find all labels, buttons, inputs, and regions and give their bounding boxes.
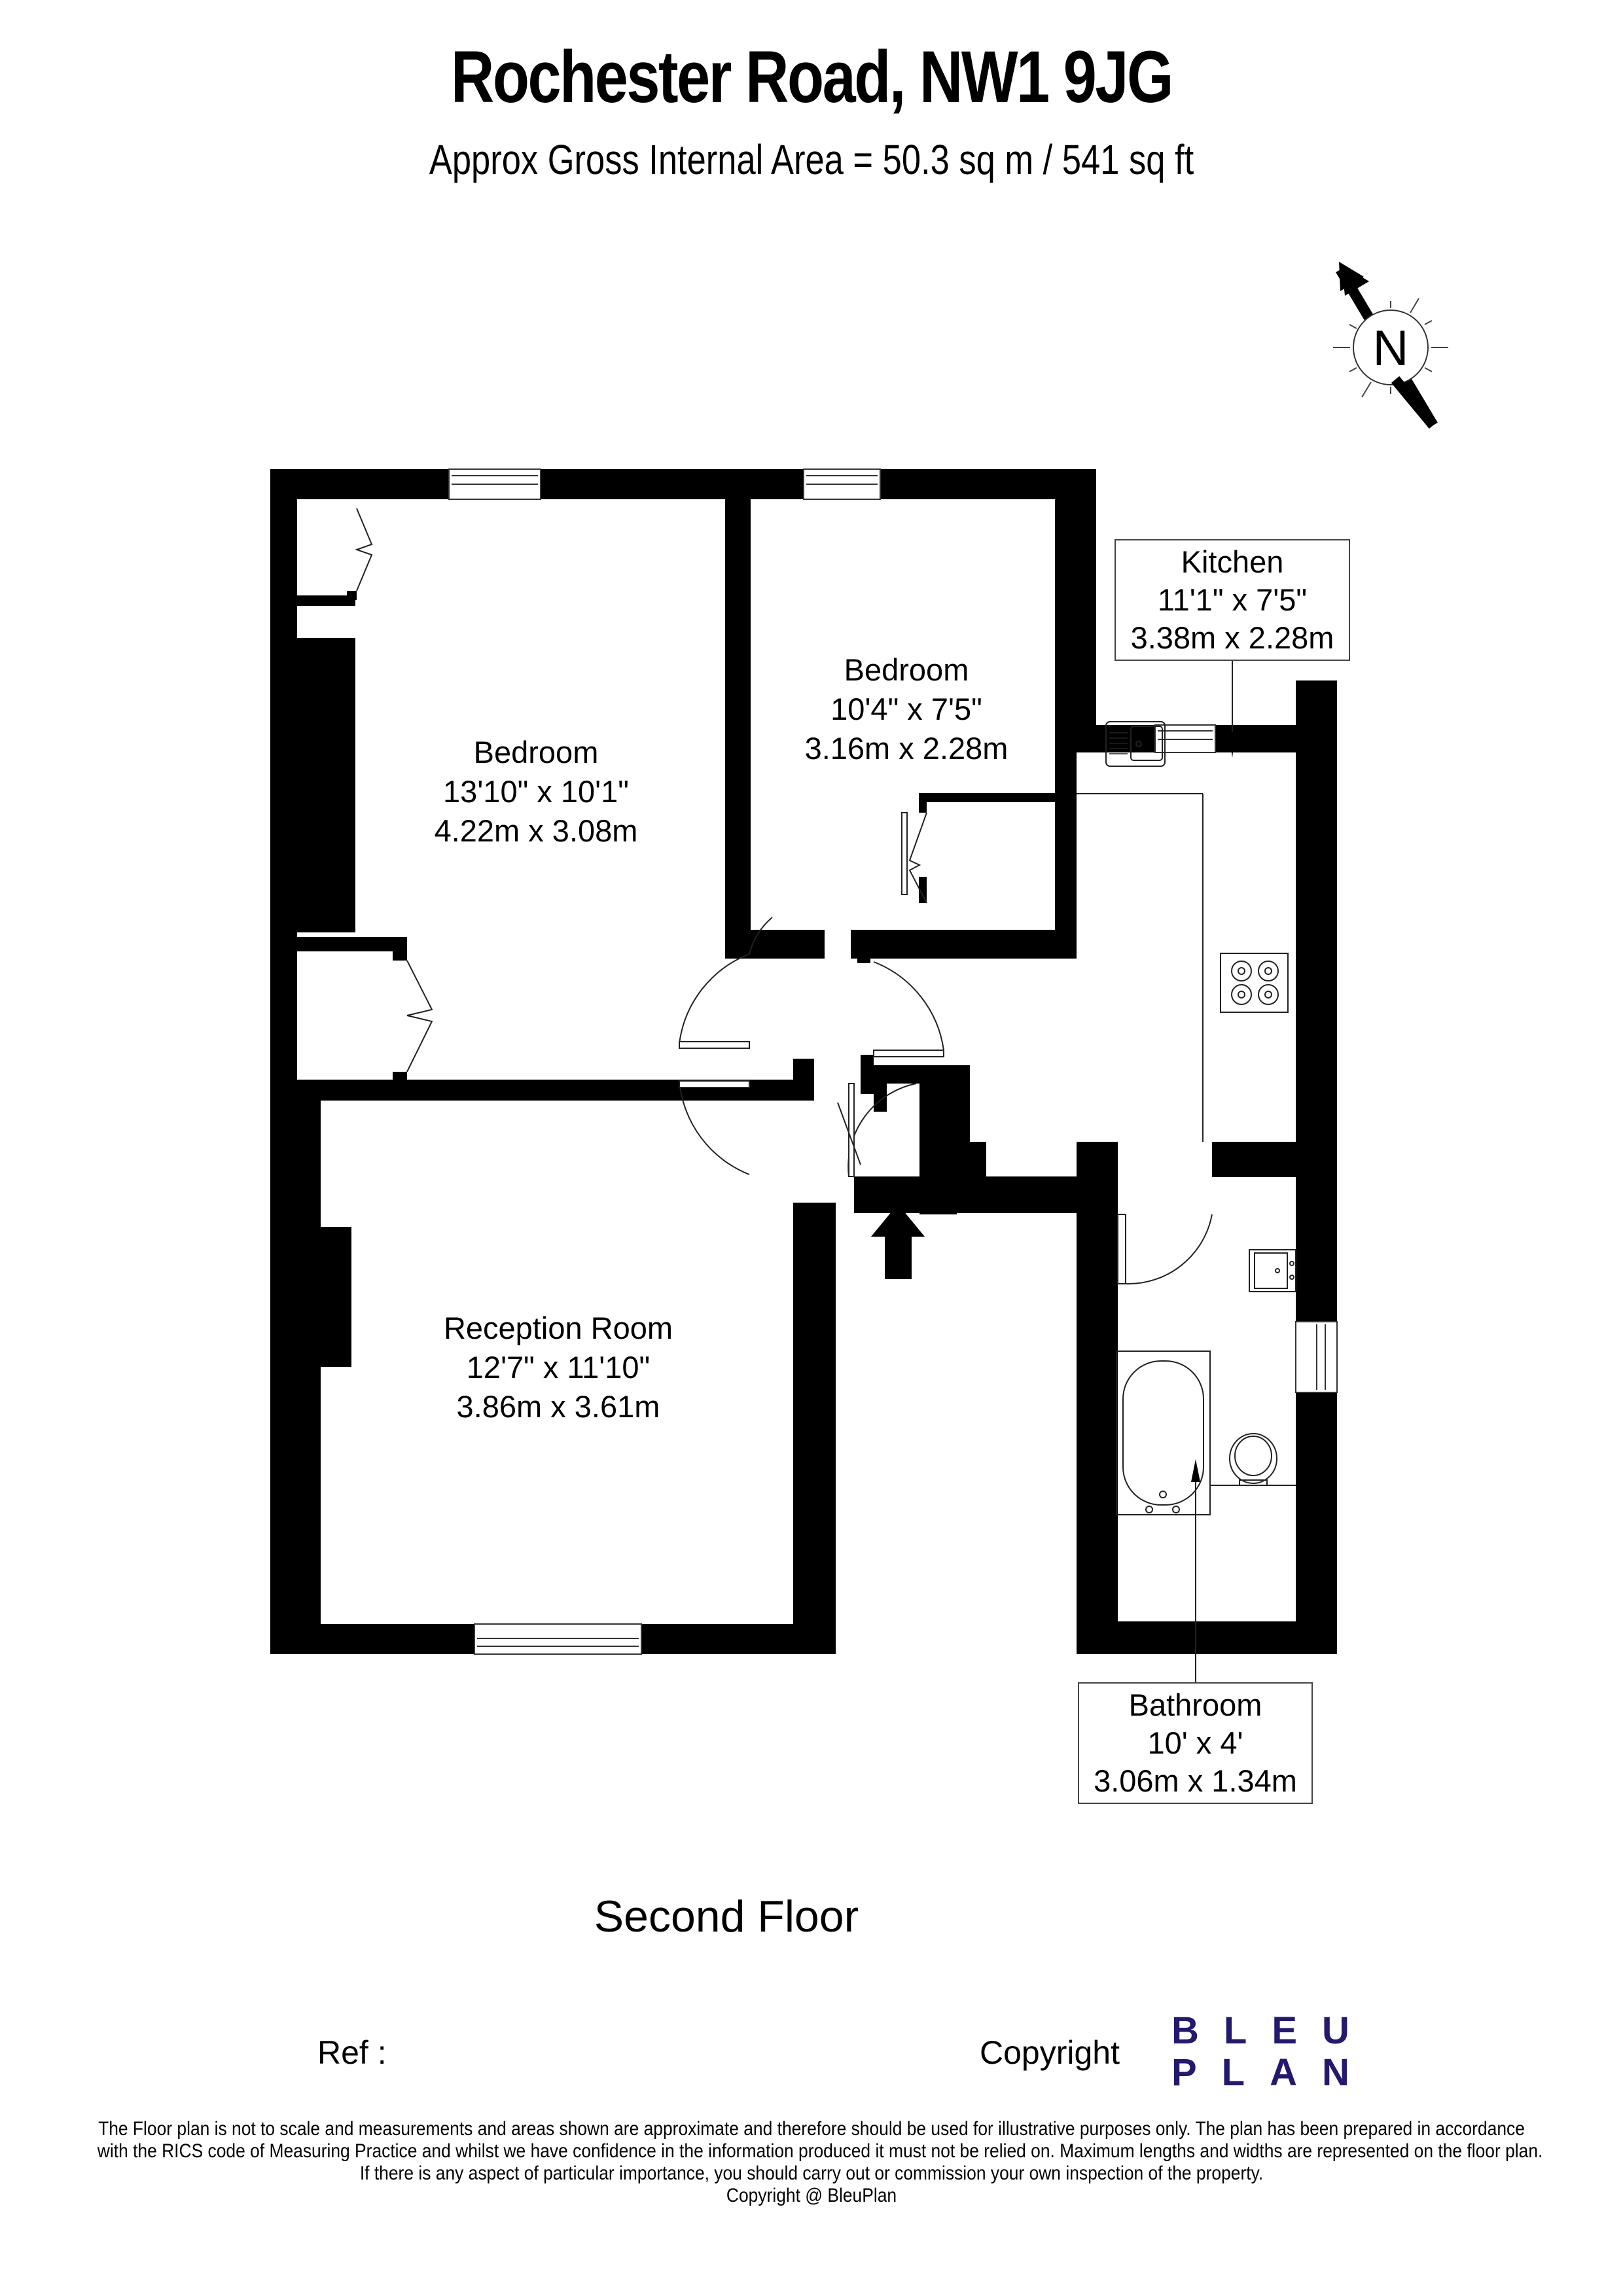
room-label-bathroom: Bathroom 10' x 4' 3.06m x 1.34m: [1078, 1682, 1313, 1804]
room-dimensions-metric: 3.86m x 3.61m: [456, 1389, 660, 1424]
room-label-bedroom-2: Bedroom 10'4" x 7'5" 3.16m x 2.28m: [805, 650, 1008, 768]
room-label-bedroom-1: Bedroom 13'10" x 10'1" 4.22m x 3.08m: [435, 733, 638, 851]
toilet-icon: [1210, 1433, 1296, 1486]
room-label-kitchen: Kitchen 11'1" x 7'5" 3.38m x 2.28m: [1115, 539, 1350, 661]
gross-internal-area: Approx Gross Internal Area = 50.3 sq m /…: [429, 136, 1194, 183]
svg-text:N: N: [1373, 321, 1409, 376]
bath-icon: [1116, 1351, 1211, 1515]
walls: [270, 469, 1337, 1654]
bleuplan-logo: BLEU PLAN: [1171, 2010, 1374, 2094]
room-dimensions-imperial: 10' x 4': [1147, 1725, 1243, 1760]
room-dimensions-metric: 3.06m x 1.34m: [1094, 1763, 1297, 1798]
doors: [354, 508, 1213, 1285]
room-dimensions-metric: 3.38m x 2.28m: [1130, 620, 1334, 655]
disclaimer-line: If there is any aspect of particular imp…: [359, 2163, 1264, 2184]
room-name: Reception Room: [443, 1311, 673, 1345]
room-name: Bathroom: [1128, 1687, 1262, 1722]
hob-icon: [1220, 953, 1289, 1013]
property-address-title: Rochester Road, NW1 9JG: [451, 36, 1173, 118]
disclaimer-line: The Floor plan is not to scale and measu…: [98, 2118, 1525, 2140]
room-dimensions-imperial: 12'7" x 11'10": [466, 1350, 651, 1385]
disclaimer-line: with the RICS code of Measuring Practice…: [97, 2140, 1543, 2162]
reference-label: Ref :: [317, 2034, 387, 2071]
room-name: Bedroom: [473, 735, 599, 769]
room-dimensions-imperial: 11'1" x 7'5": [1157, 582, 1308, 617]
disclaimer-line: Copyright @ BleuPlan: [726, 2185, 897, 2206]
windows: [448, 468, 1338, 1655]
north-arrow-icon: N: [1333, 262, 1448, 429]
room-name: Kitchen: [1181, 544, 1284, 579]
disclaimer: The Floor plan is not to scale and measu…: [97, 2118, 1543, 2207]
logo-line-1: BLEU: [1171, 2009, 1374, 2052]
room-dimensions-imperial: 10'4" x 7'5": [830, 692, 982, 726]
room-dimensions-metric: 4.22m x 3.08m: [434, 813, 638, 848]
entrance-arrow-icon: [871, 1204, 925, 1279]
basin-icon: [1249, 1249, 1296, 1292]
room-dimensions-imperial: 13'10" x 10'1": [443, 774, 629, 809]
logo-line-2: PLAN: [1171, 2051, 1374, 2094]
copyright-label: Copyright: [980, 2034, 1120, 2071]
room-label-reception-room: Reception Room 12'7" x 11'10" 3.86m x 3.…: [444, 1309, 673, 1426]
room-name: Bedroom: [844, 652, 969, 687]
floor-name: Second Floor: [594, 1892, 859, 1941]
sink-icon: [1105, 721, 1166, 767]
room-dimensions-metric: 3.16m x 2.28m: [804, 731, 1008, 766]
